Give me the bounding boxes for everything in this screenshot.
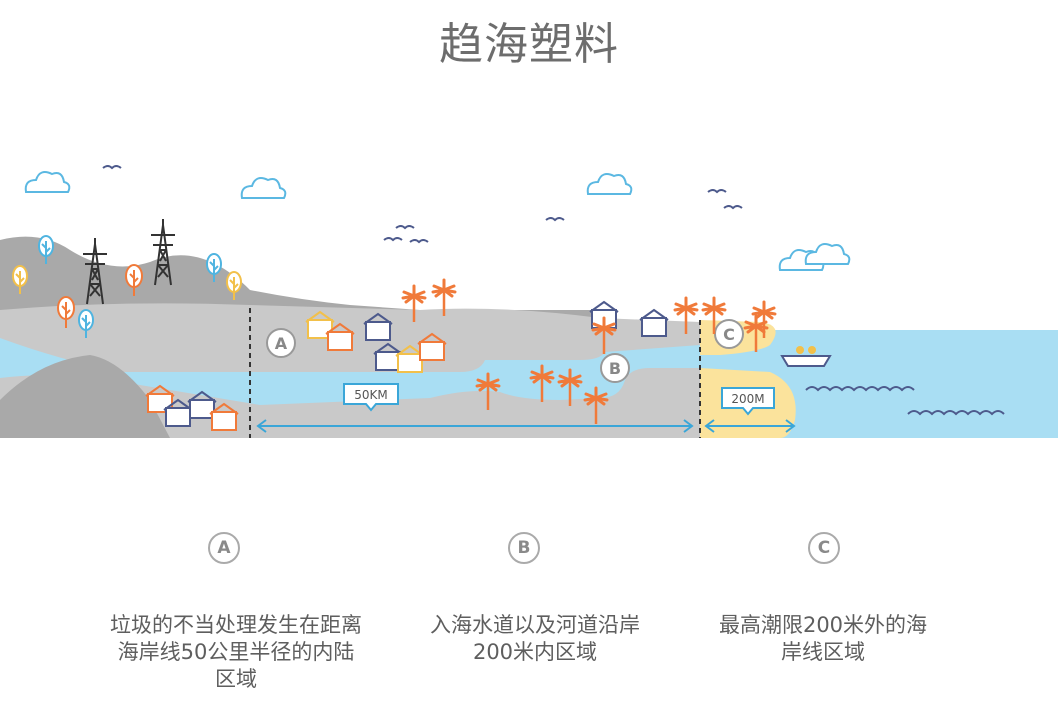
map-marker-b: B — [600, 353, 630, 383]
cloud-icon — [804, 243, 851, 265]
distance-label-50km: 50KM — [354, 388, 388, 402]
cloud-icon — [586, 173, 633, 195]
svg-text:B: B — [609, 359, 621, 378]
page-title: 趋海塑料 — [439, 19, 619, 70]
cloud-icon — [24, 171, 71, 193]
distance-arrow-50km — [256, 419, 694, 433]
distance-arrow-200m — [704, 419, 796, 433]
front-hills — [0, 355, 170, 438]
land — [0, 303, 700, 438]
legend-text-a: 垃圾的不当处理发生在距离海岸线50公里半径的内陆区域 — [110, 613, 362, 691]
distance-label-200m: 200M — [731, 392, 764, 406]
svg-text:C: C — [723, 325, 735, 344]
legend-text-b: 入海水道以及河道沿岸200米内区域 — [430, 613, 640, 664]
distance-tag-200m: 200M — [721, 387, 775, 416]
svg-text:A: A — [275, 334, 288, 353]
legend-badge-c: C — [808, 532, 840, 564]
wave-icons — [805, 386, 1005, 416]
boat-icon — [780, 346, 832, 367]
map-marker-a: A — [266, 328, 296, 358]
cloud-icon — [240, 177, 287, 199]
house-icon — [639, 309, 669, 337]
river — [0, 338, 700, 405]
distance-tag-50km: 50KM — [343, 383, 399, 412]
legend-badge-a: A — [208, 532, 240, 564]
legend-badge-b: B — [508, 532, 540, 564]
bird-icons — [102, 165, 743, 244]
map-marker-c: C — [714, 319, 744, 349]
legend-text-c: 最高潮限200米外的海岸线区域 — [718, 613, 928, 664]
